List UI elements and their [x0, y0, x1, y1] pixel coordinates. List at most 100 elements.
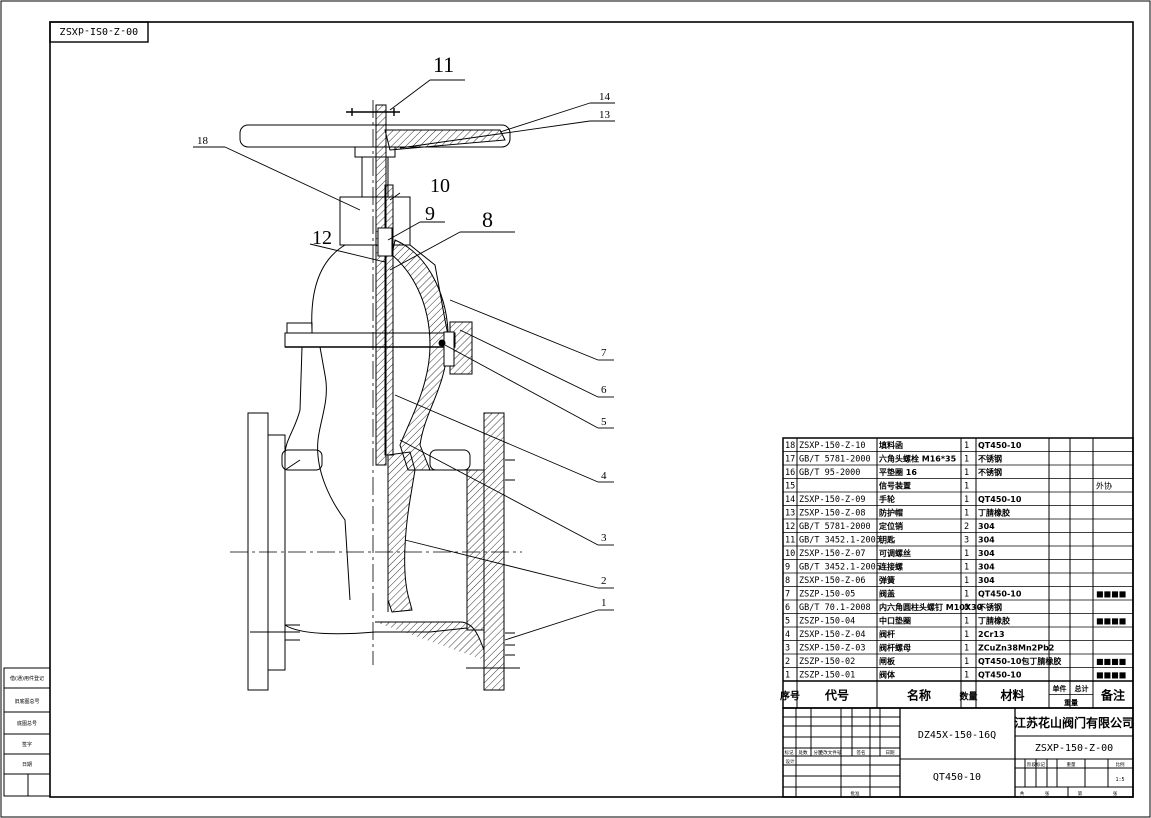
- bom-cell-no: 1: [785, 671, 790, 681]
- title-block: [782, 707, 1134, 798]
- leader-lines: [193, 79, 615, 641]
- bom-cell-name: 钥匙: [879, 535, 896, 545]
- bom-cell-name: 内六角圆柱头螺钉 M10X30: [879, 602, 983, 612]
- bom-cell-name: 闸板: [879, 656, 896, 666]
- tb-label-count: 处数: [799, 749, 808, 756]
- bom-cell-name: 填料函: [879, 440, 903, 450]
- bom-cell-qty: 1: [964, 590, 969, 600]
- bom-cell-no: 11: [785, 536, 795, 546]
- title-material: QT450-10: [933, 772, 981, 783]
- bom-cell-no: 18: [785, 441, 795, 451]
- bom-cell-no: 16: [785, 468, 795, 478]
- bom-cell-no: 6: [785, 603, 790, 613]
- tb-label-stage: 阶段标记: [1027, 761, 1045, 768]
- bom-cell-material: QT450-10: [978, 671, 1022, 680]
- bom-header-code: 代号: [824, 688, 849, 703]
- bom-cell-name: 六角头螺栓 M16*35: [879, 454, 957, 464]
- valve-section-view: [230, 100, 522, 691]
- bom-cell-qty: 1: [964, 495, 969, 505]
- callout-12: 12: [312, 227, 332, 249]
- title-model: DZ45X-150-16Q: [918, 730, 996, 741]
- tb-label-ratio: 比例: [1116, 761, 1125, 768]
- bom-cell-note: ■■■■: [1096, 590, 1126, 599]
- bom-row: 18 ZSXP-150-Z-10 填料函 1 QT450-10: [785, 440, 1022, 451]
- bom-header-qty: 数量: [959, 691, 977, 703]
- bom-cell-code: ZSXP-150-Z-10: [799, 441, 866, 451]
- gate-disc: [387, 451, 416, 613]
- bom-cell-material: 丁腈橡胶: [978, 508, 1010, 518]
- bom-header-material: 材料: [999, 688, 1024, 703]
- bom-cell-name: 阀体: [879, 670, 896, 680]
- side-stamp: [3, 667, 51, 797]
- bom-cell-code: ZSXP-150-Z-09: [799, 495, 866, 505]
- bom-cell-name: 阀盖: [879, 589, 895, 599]
- bom-cell-qty: 1: [964, 630, 969, 640]
- bom-header-unit: 单件: [1053, 684, 1067, 693]
- bom-cell-code: GB/T 3452.1-2005: [799, 563, 881, 573]
- bom-cell-name: 平垫圈 16: [879, 467, 917, 477]
- bom-cell-material: 304: [978, 522, 995, 531]
- side-stamp-label-1: 借(通)用件登记: [10, 675, 44, 682]
- title-drawing-no: ZSXP-150-Z-00: [1035, 743, 1113, 754]
- tb-label-sheetno: 第: [1078, 790, 1083, 797]
- bom-header-total: 总计: [1075, 684, 1089, 693]
- bom-cell-code: GB/T 5781-2000: [799, 522, 871, 532]
- bom-cell-qty: 1: [964, 549, 969, 559]
- callout-18: 18: [197, 135, 209, 147]
- bom-cell-code: ZSXP-150-Z-06: [799, 576, 866, 586]
- bom-cell-code: GB/T 5781-2000: [799, 455, 871, 465]
- bom-cell-name: 弹簧: [879, 575, 895, 585]
- bom-cell-material: 304: [978, 563, 995, 572]
- bom-cell-material: QT450-10: [978, 590, 1022, 599]
- bom-cell-note: ■■■■: [1096, 617, 1126, 626]
- bom-cell-material: 不锈钢: [978, 467, 1002, 477]
- title-company: 江苏花山阀门有限公司: [1014, 715, 1134, 730]
- drawing-code-text: 00-Z-0SI-dXSZ: [60, 25, 138, 36]
- bom-cell-material: 不锈钢: [978, 454, 1002, 464]
- bom-cell-no: 12: [785, 522, 795, 532]
- drawing-code-box: 00-Z-0SI-dXSZ: [49, 21, 149, 43]
- bom-cell-material: 304: [978, 536, 995, 545]
- bom-cell-code: ZSZP-150-05: [799, 590, 855, 600]
- callout-8: 8: [482, 207, 493, 232]
- tb-label-design: 设计: [786, 758, 795, 765]
- tb-label-weight: 重量: [1067, 761, 1076, 768]
- bom-cell-qty: 8: [964, 603, 969, 613]
- bom-cell-qty: 1: [964, 671, 969, 681]
- bom-cell-qty: 1: [964, 576, 969, 586]
- bom-cell-no: 9: [785, 563, 790, 573]
- tb-label-sheet: 张: [1045, 790, 1050, 797]
- side-stamp-label-2: 旧底图总号: [14, 698, 39, 705]
- tb-label-date: 日期: [886, 750, 895, 756]
- callout-9: 9: [425, 203, 435, 225]
- bom-cell-no: 2: [785, 657, 790, 667]
- tb-label-mark: 标记: [785, 749, 794, 756]
- bom-cell-material: 2Cr13: [978, 630, 1005, 639]
- bom-header-weight: 重量: [1064, 698, 1078, 707]
- bom-cell-material: QT450-10: [978, 441, 1022, 450]
- bom-cell-qty: 1: [964, 441, 969, 451]
- sheet-inner-border: [49, 21, 1134, 798]
- side-stamp-label-5: 日期: [22, 762, 32, 768]
- bom-cell-no: 5: [785, 617, 790, 627]
- bom-cell-no: 3: [785, 644, 790, 654]
- bom-cell-name: 定位销: [878, 521, 903, 531]
- bom-cell-qty: 1: [964, 644, 969, 654]
- bom-header-no: 序号: [780, 690, 800, 703]
- tb-label-sign: 签名: [857, 749, 866, 756]
- bom-cell-name: 手轮: [879, 494, 895, 504]
- bom-cell-no: 13: [785, 509, 795, 519]
- left-flange: [247, 412, 269, 691]
